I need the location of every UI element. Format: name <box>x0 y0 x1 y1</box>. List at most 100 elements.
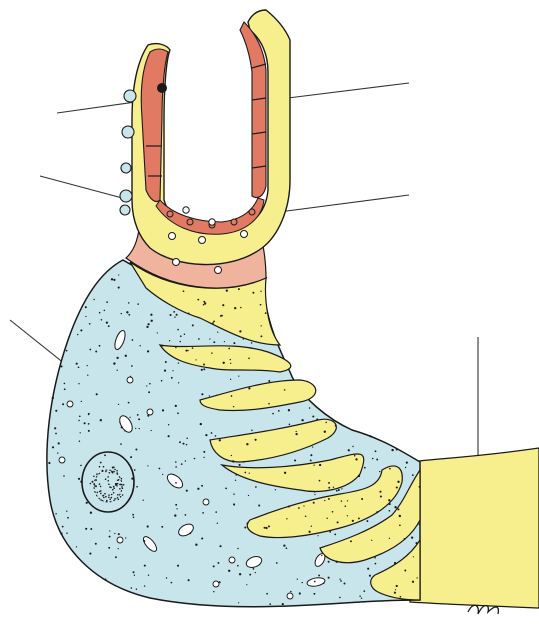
stipple-dot <box>202 512 204 514</box>
stipple-dot <box>169 340 170 341</box>
stipple-dot <box>344 583 346 585</box>
nucleus-icon <box>82 452 134 512</box>
stipple-dot <box>372 458 374 460</box>
stipple-dot <box>301 582 302 583</box>
stipple-dot <box>260 291 261 292</box>
stipple-dot <box>217 331 218 332</box>
nucleolus-icon <box>121 478 123 480</box>
nucleolus-icon <box>115 484 117 486</box>
stipple-dot <box>215 511 217 513</box>
stipple-dot <box>339 597 341 599</box>
stipple-dot <box>143 540 145 542</box>
stipple-dot <box>168 424 169 425</box>
stipple-dot <box>396 585 398 587</box>
stipple-dot <box>405 467 406 468</box>
stipple-dot <box>125 355 127 357</box>
stipple-dot <box>183 290 185 292</box>
stipple-dot <box>203 451 205 453</box>
stipple-dot <box>185 514 187 516</box>
stipple-dot <box>283 544 285 546</box>
nucleolus-icon <box>109 486 111 488</box>
nucleolus-icon <box>114 498 116 500</box>
stipple-dot <box>85 306 87 308</box>
stipple-dot <box>284 472 286 474</box>
stipple-dot <box>226 289 228 291</box>
stipple-dot <box>397 481 399 483</box>
stipple-dot <box>215 435 217 437</box>
stipple-dot <box>319 464 321 466</box>
stipple-dot <box>299 592 301 594</box>
stipple-dot <box>269 603 271 605</box>
stipple-dot <box>148 391 150 393</box>
stipple-dot <box>235 474 237 476</box>
stipple-dot <box>234 307 236 309</box>
stipple-dot <box>217 562 219 564</box>
nucleolus-icon <box>117 494 119 496</box>
stipple-dot <box>89 349 91 351</box>
stipple-dot <box>233 342 235 344</box>
stipple-dot <box>185 350 187 352</box>
stipple-dot <box>118 287 120 289</box>
stipple-dot <box>314 494 315 495</box>
stipple-dot <box>394 562 396 564</box>
stipple-dot <box>177 329 179 331</box>
stipple-dot <box>111 278 113 280</box>
stipple-dot <box>272 413 274 415</box>
stipple-dot <box>62 403 64 405</box>
stipple-dot <box>88 413 90 415</box>
stipple-dot <box>418 524 419 525</box>
stipple-dot <box>358 475 360 477</box>
stipple-dot <box>76 546 77 547</box>
stipple-dot <box>228 348 230 350</box>
stipple-dot <box>238 375 239 376</box>
stipple-dot <box>78 420 79 421</box>
stipple-dot <box>198 338 200 340</box>
stipple-dot <box>182 443 184 445</box>
stipple-dot <box>133 517 135 519</box>
stipple-dot <box>144 565 146 567</box>
stipple-dot <box>105 579 107 581</box>
stipple-dot <box>338 489 340 491</box>
stipple-dot <box>400 596 402 598</box>
stipple-dot <box>121 426 123 428</box>
stipple-dot <box>286 547 288 549</box>
stipple-dot <box>123 506 124 507</box>
stipple-dot <box>179 441 181 443</box>
stipple-dot <box>314 581 316 583</box>
stipple-dot <box>389 510 391 512</box>
stipple-dot <box>398 508 400 510</box>
muscle-right <box>240 22 266 198</box>
stipple-dot <box>276 562 278 564</box>
stipple-dot <box>223 362 225 364</box>
stipple-dot <box>119 422 120 423</box>
stipple-dot <box>137 303 139 305</box>
stipple-dot <box>136 486 138 488</box>
stipple-dot <box>88 430 90 432</box>
stipple-dot <box>216 395 217 396</box>
stipple-dot <box>328 487 330 489</box>
stipple-dot <box>329 531 331 533</box>
stipple-dot <box>147 415 149 417</box>
stipple-dot <box>310 454 312 456</box>
stipple-dot <box>58 442 60 444</box>
stipple-dot <box>237 548 238 549</box>
stipple-dot <box>139 428 140 429</box>
stipple-dot <box>203 301 205 303</box>
nucleolus-icon <box>96 473 98 475</box>
stipple-dot <box>161 380 163 382</box>
stipple-dot <box>222 304 224 306</box>
stipple-dot <box>114 533 115 534</box>
stipple-dot <box>235 480 236 481</box>
stipple-dot <box>375 450 377 452</box>
stipple-dot <box>332 511 334 513</box>
stipple-dot <box>311 526 312 527</box>
stipple-dot <box>178 382 179 383</box>
nucleolus-icon <box>113 486 115 488</box>
stipple-dot <box>201 369 203 371</box>
stipple-dot <box>203 304 205 306</box>
stipple-dot <box>348 449 350 451</box>
stipple-dot <box>125 537 126 538</box>
stipple-dot <box>354 455 356 457</box>
stipple-dot <box>230 363 231 364</box>
stipple-dot <box>239 573 241 575</box>
